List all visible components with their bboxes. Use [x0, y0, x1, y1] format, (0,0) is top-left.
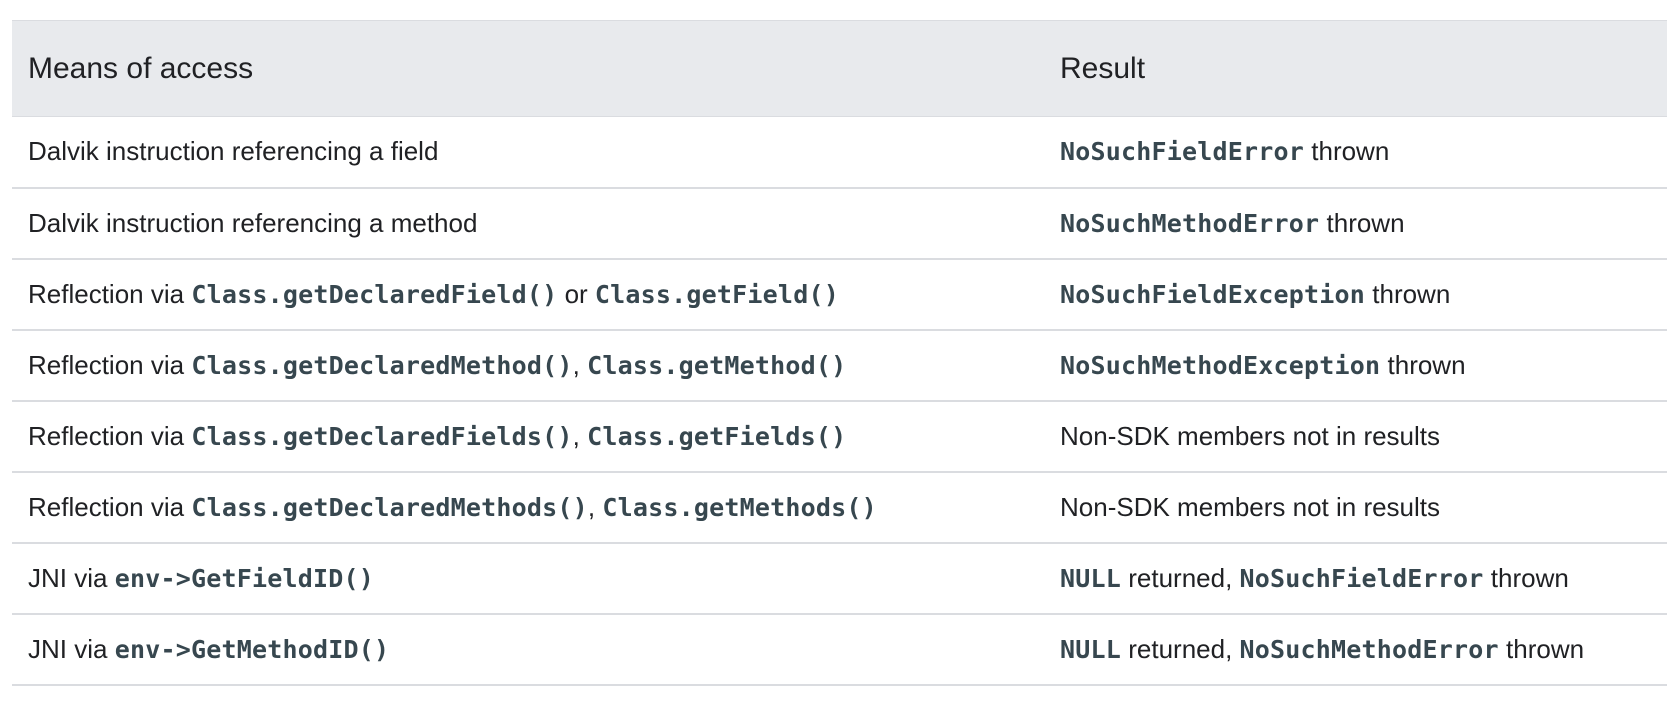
result-cell: Non-SDK members not in results: [1044, 400, 1667, 473]
column-header-means-of-access: Means of access: [12, 20, 1044, 117]
cell-text: thrown: [1498, 633, 1585, 664]
cell-text: JNI via: [28, 633, 115, 664]
code-snippet: Class.getDeclaredFields(): [191, 421, 573, 451]
cell-text: Reflection via: [28, 491, 192, 522]
cell-text: thrown: [1380, 349, 1466, 380]
code-snippet: Class.getMethods(): [602, 492, 877, 522]
table-row: Reflection via Class.getDeclaredMethods(…: [12, 471, 1667, 544]
code-snippet: NoSuchMethodException: [1060, 350, 1381, 380]
cell-text: thrown: [1304, 136, 1390, 167]
result-cell: NULL returned, NoSuchMethodError thrown: [1044, 613, 1667, 686]
cell-text: Reflection via: [28, 349, 192, 380]
table-header: Means of access Result: [12, 20, 1667, 117]
code-snippet: Class.getDeclaredMethod(): [191, 350, 573, 380]
cell-text: returned,: [1121, 562, 1240, 593]
cell-text: Reflection via: [28, 420, 192, 451]
code-snippet: Class.getDeclaredField(): [191, 279, 558, 309]
result-cell: Non-SDK members not in results: [1044, 471, 1667, 544]
code-snippet: Class.getField(): [594, 279, 839, 309]
column-header-result: Result: [1044, 20, 1667, 117]
cell-text: thrown: [1319, 207, 1405, 238]
code-snippet: env->GetFieldID(): [114, 563, 374, 593]
cell-text: Non-SDK members not in results: [1060, 491, 1441, 522]
cell-text: Dalvik instruction referencing a field: [28, 136, 439, 167]
means-of-access-cell: Reflection via Class.getDeclaredFields()…: [12, 400, 1044, 473]
table-row: JNI via env->GetMethodID()NULL returned,…: [12, 613, 1667, 686]
cell-text: JNI via: [28, 562, 115, 593]
means-of-access-cell: Reflection via Class.getDeclaredField() …: [12, 258, 1044, 331]
table-row: Reflection via Class.getDeclaredField() …: [12, 258, 1667, 331]
table-row: Reflection via Class.getDeclaredFields()…: [12, 400, 1667, 473]
cell-text: Reflection via: [28, 278, 192, 309]
table-row: Dalvik instruction referencing a field No…: [12, 116, 1667, 189]
means-of-access-cell: Reflection via Class.getDeclaredMethods(…: [12, 471, 1044, 544]
cell-text: returned,: [1121, 633, 1240, 664]
code-snippet: NULL: [1060, 634, 1122, 664]
means-of-access-cell: Reflection via Class.getDeclaredMethod()…: [12, 329, 1044, 402]
means-of-access-cell: JNI via env->GetFieldID(): [12, 542, 1044, 615]
code-snippet: Class.getMethod(): [587, 350, 847, 380]
result-cell: NoSuchMethodError thrown: [1044, 187, 1667, 260]
means-of-access-cell: Dalvik instruction referencing a method: [12, 187, 1044, 260]
cell-text: Non-SDK members not in results: [1060, 420, 1441, 451]
cell-text: ,: [572, 349, 588, 380]
result-cell: NoSuchFieldException thrown: [1044, 258, 1667, 331]
code-snippet: NULL: [1060, 563, 1122, 593]
cell-text: thrown: [1483, 562, 1569, 593]
code-snippet: NoSuchFieldException: [1060, 279, 1366, 309]
result-cell: NoSuchMethodException thrown: [1044, 329, 1667, 402]
table-row: Dalvik instruction referencing a method N…: [12, 187, 1667, 260]
code-snippet: env->GetMethodID(): [114, 634, 390, 664]
cell-text: ,: [572, 420, 588, 451]
table-row: JNI via env->GetFieldID()NULL returned, …: [12, 542, 1667, 615]
code-snippet: Class.getDeclaredMethods(): [191, 492, 588, 522]
cell-text: Dalvik instruction referencing a method: [28, 207, 478, 238]
code-snippet: NoSuchFieldError: [1239, 563, 1484, 593]
cell-text: or: [557, 278, 595, 309]
cell-text: ,: [587, 491, 603, 522]
result-cell: NULL returned, NoSuchFieldError thrown: [1044, 542, 1667, 615]
access-result-table-container: Means of access Result Dalvik instructio…: [12, 20, 1667, 686]
cell-text: thrown: [1365, 278, 1451, 309]
code-snippet: NoSuchMethodError: [1060, 208, 1320, 238]
means-of-access-cell: Dalvik instruction referencing a field: [12, 116, 1044, 189]
code-snippet: Class.getFields(): [587, 421, 847, 451]
code-snippet: NoSuchFieldError: [1060, 137, 1305, 167]
header-row: Means of access Result: [12, 20, 1667, 117]
result-cell: NoSuchFieldError thrown: [1044, 116, 1667, 189]
table-row: Reflection via Class.getDeclaredMethod()…: [12, 329, 1667, 402]
means-of-access-cell: JNI via env->GetMethodID(): [12, 613, 1044, 686]
code-snippet: NoSuchMethodError: [1239, 634, 1499, 664]
access-result-table: Means of access Result Dalvik instructio…: [12, 20, 1667, 686]
